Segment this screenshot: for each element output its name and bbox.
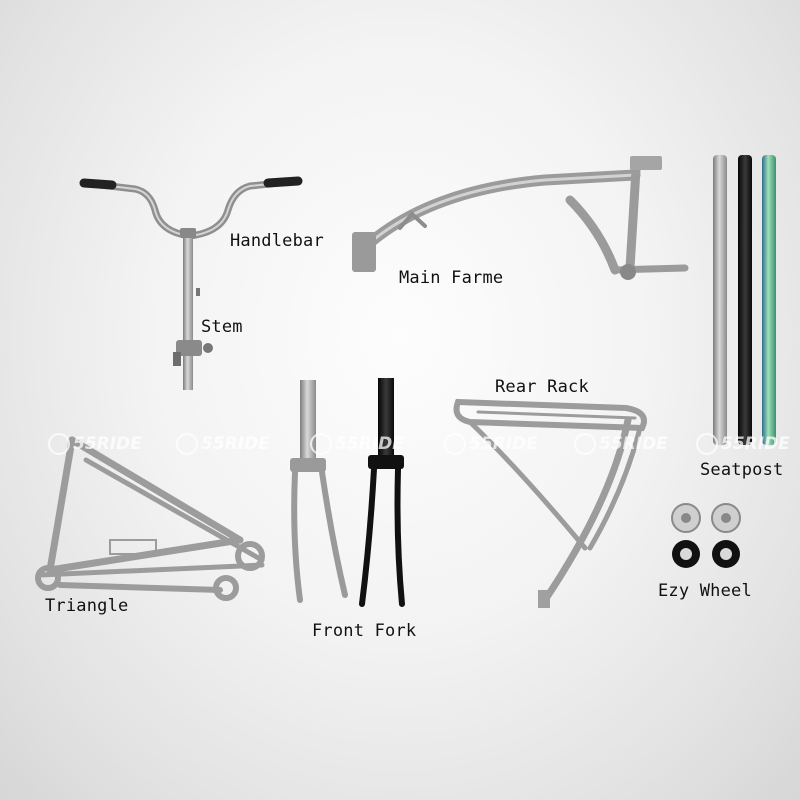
- main-frame-part: [352, 156, 689, 280]
- stem-label: Stem: [201, 317, 243, 337]
- watermark: 55RIDE: [574, 433, 668, 455]
- main-frame-label: Main Farme: [399, 268, 504, 288]
- front-forks-part: [290, 378, 405, 607]
- watermark-logo-icon: [444, 433, 466, 455]
- triangle-label: Triangle: [45, 596, 129, 616]
- handlebar-part: [79, 176, 303, 240]
- watermark: 55RIDE: [48, 433, 142, 455]
- ezy-wheels-part: [671, 503, 741, 568]
- seatposts-part: [713, 155, 776, 445]
- watermark: 55RIDE: [696, 433, 790, 455]
- stem-part: [173, 228, 213, 390]
- watermark-logo-icon: [176, 433, 198, 455]
- watermark: 55RIDE: [444, 433, 538, 455]
- watermark-logo-icon: [310, 433, 332, 455]
- watermark: 55RIDE: [310, 433, 404, 455]
- watermark-logo-icon: [574, 433, 596, 455]
- seatpost-label: Seatpost: [700, 460, 784, 480]
- rear-rack-label: Rear Rack: [495, 377, 589, 397]
- watermark-logo-icon: [48, 433, 70, 455]
- front-fork-label: Front Fork: [312, 621, 417, 641]
- watermark: 55RIDE: [176, 433, 270, 455]
- handlebar-label: Handlebar: [230, 231, 324, 251]
- rear-rack-part: [453, 398, 647, 608]
- ezy-wheel-label: Ezy Wheel: [658, 581, 752, 601]
- triangle-part: [35, 436, 265, 601]
- watermark-logo-icon: [696, 433, 718, 455]
